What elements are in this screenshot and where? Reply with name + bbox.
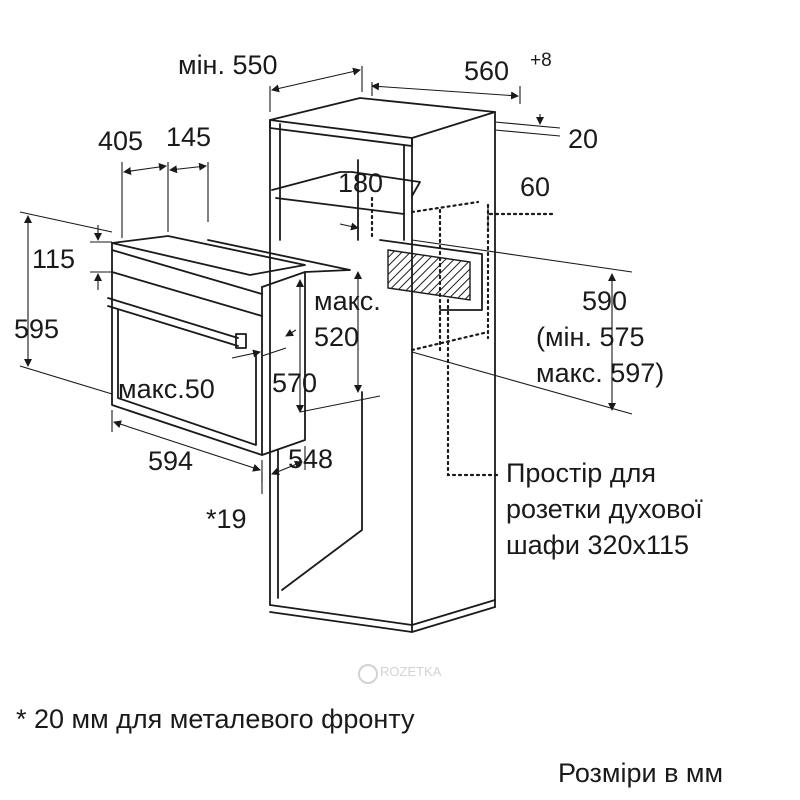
label-max-50: макс.50 xyxy=(118,374,215,404)
label-590: 590 xyxy=(582,286,627,316)
label-min-575: (мін. 575 xyxy=(536,322,645,352)
label-socket-line3: шафи 320x115 xyxy=(506,530,689,560)
label-max-597: макс. 597) xyxy=(536,358,664,388)
oven-top-rear xyxy=(207,239,351,273)
label-20: 20 xyxy=(568,124,598,154)
oven-handle-end xyxy=(235,333,247,349)
label-560: 560 xyxy=(464,56,509,86)
socket-hatched-area xyxy=(387,249,471,301)
cabinet-lower-inner-corner xyxy=(281,391,363,591)
label-405: 405 xyxy=(98,126,143,156)
rozetka-watermark: ROZETKA xyxy=(358,664,442,684)
label-socket-line1: Простір для xyxy=(506,458,656,488)
label-units: Розміри в мм xyxy=(558,758,723,788)
label-594: 594 xyxy=(148,446,193,476)
label-socket-line2: розетки духової xyxy=(506,494,703,524)
rozetka-logo-icon xyxy=(358,664,378,684)
watermark-text: ROZETKA xyxy=(380,664,442,679)
cabinet-top-edge xyxy=(269,119,413,147)
cabinet-shelf-front xyxy=(275,197,405,215)
oven-panel-line xyxy=(111,271,263,317)
dimension-labels: мін. 550 560 +8 20 405 145 180 60 115 59… xyxy=(14,50,723,788)
label-115: 115 xyxy=(32,244,75,274)
label-60: 60 xyxy=(520,172,550,202)
label-min-550: мін. 550 xyxy=(178,50,278,80)
cabinet-bottom-edge xyxy=(269,599,496,626)
label-180: 180 xyxy=(338,168,383,198)
cabinet-drawing xyxy=(269,97,557,633)
oven-top xyxy=(111,235,306,276)
footnote-metal-front: * 20 мм для металевого фронту xyxy=(16,704,415,734)
label-145: 145 xyxy=(166,122,211,152)
socket-frame xyxy=(379,239,483,311)
oven-top-front-edge xyxy=(111,249,263,295)
dimension-lines xyxy=(19,66,633,494)
oven-handle xyxy=(107,297,239,347)
label-595: 595 xyxy=(14,314,59,344)
cabinet-plinth-verticals xyxy=(411,599,496,633)
label-548: 548 xyxy=(288,444,333,474)
oven-front-face xyxy=(111,242,263,456)
cabinet-shelf-top xyxy=(271,171,421,197)
niche-dotted-outline xyxy=(410,200,490,352)
label-560-tolerance: +8 xyxy=(530,50,552,71)
label-19: *19 xyxy=(206,504,247,534)
socket-leader-line xyxy=(446,298,500,477)
label-520: 520 xyxy=(314,322,359,352)
label-570: 570 xyxy=(272,368,317,398)
label-max: макс. xyxy=(314,286,381,316)
oven-side-face xyxy=(261,271,306,456)
